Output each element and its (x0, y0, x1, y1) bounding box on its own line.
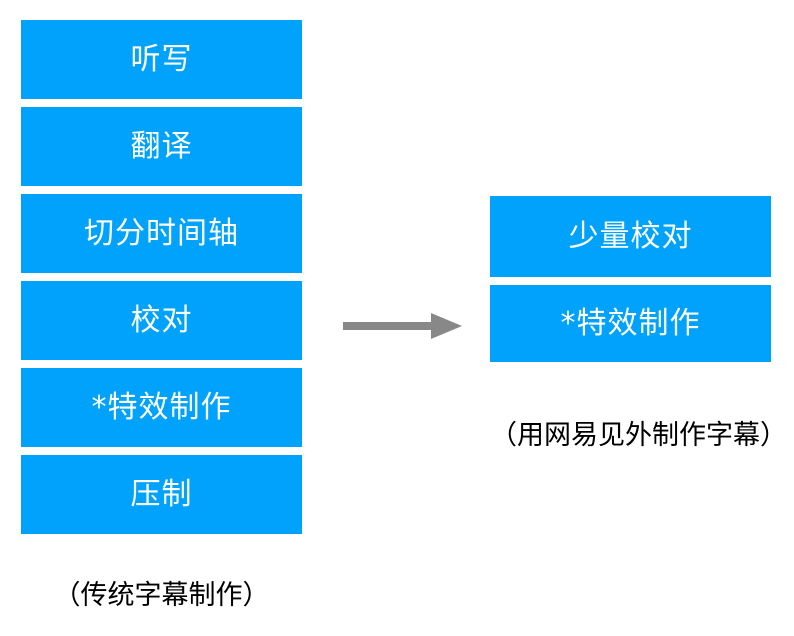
modern-workflow-column: 少量校对 *特效制作 (490, 196, 771, 362)
process-box-proofreading: 校对 (21, 281, 302, 360)
process-box-timeline-split: 切分时间轴 (21, 194, 302, 273)
traditional-workflow-column: 听写 翻译 切分时间轴 校对 *特效制作 压制 (21, 20, 302, 534)
process-box-light-proofreading: 少量校对 (490, 196, 771, 277)
process-box-special-effects: *特效制作 (21, 368, 302, 447)
process-box-translation: 翻译 (21, 107, 302, 186)
process-box-encoding: 压制 (21, 455, 302, 534)
traditional-workflow-caption: （传统字幕制作） (53, 580, 270, 611)
process-box-special-effects-modern: *特效制作 (490, 285, 771, 362)
modern-workflow-caption: （用网易见外制作字幕） (490, 420, 787, 451)
right-arrow-icon (343, 312, 463, 340)
process-box-dictation: 听写 (21, 20, 302, 99)
